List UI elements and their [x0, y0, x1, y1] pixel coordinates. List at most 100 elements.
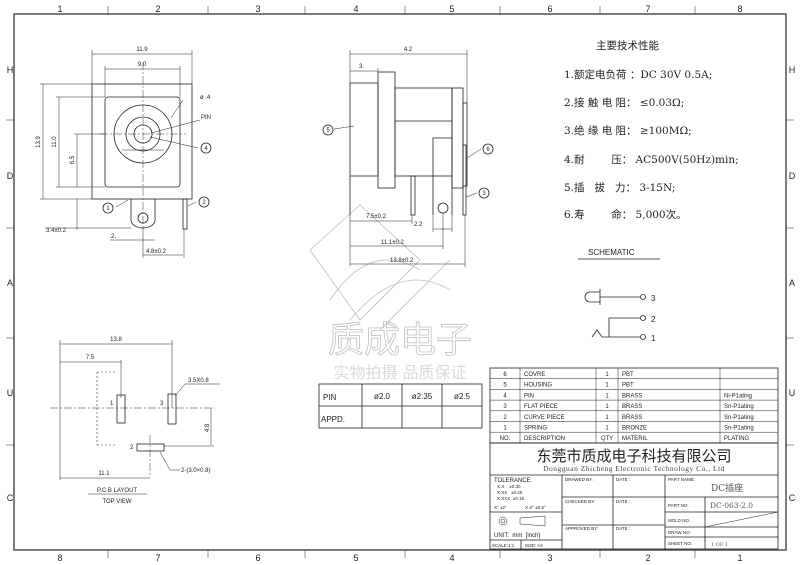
bom-cell: PIN — [524, 393, 534, 399]
bom-cell: 3 — [503, 404, 507, 410]
bom-cell: BRASS — [622, 404, 642, 410]
pin-table-cell: ø2.0 — [374, 392, 391, 401]
bom-cell: SPRING — [524, 426, 547, 432]
frame-row-label: D — [7, 171, 14, 181]
bom-cell: 2 — [503, 415, 507, 421]
dim-11-1: 11.1±0.2 — [381, 240, 405, 246]
unit-label: UNIT: mm [inch] — [494, 533, 540, 539]
bom-cell: 5 — [503, 383, 507, 389]
part-name-value: DC插座 — [711, 482, 743, 494]
schematic-terminal: 2 — [651, 315, 656, 324]
frame-col-label: 4 — [449, 553, 454, 563]
spec-item: 6.寿 命： 5,000次。 — [564, 208, 687, 221]
specs-title: 主要技术性能 — [596, 39, 659, 52]
frame-col-label: 5 — [449, 4, 454, 14]
frame-row-label: H — [789, 65, 796, 75]
callout-1: 1 — [106, 206, 110, 212]
bom-cell: 1 — [605, 372, 609, 378]
dim-2-2: 2.2 — [414, 222, 423, 228]
bom-cell: PBT — [622, 383, 634, 389]
frame-col-label: 8 — [737, 4, 742, 14]
pin-table-cell: ø2.5 — [454, 392, 471, 401]
pcb-pad2-size: 2-(3.0×0.8) — [181, 468, 211, 474]
bom-cell: COVRE — [524, 372, 545, 378]
pcb-dim-7-5: 7.5 — [86, 355, 95, 361]
callout-6: 6 — [486, 147, 490, 153]
pin-table-cell: PIN — [323, 393, 337, 402]
bom-cell: Ni-P1ating — [724, 393, 752, 399]
frame-col-label: 3 — [547, 553, 552, 563]
schematic: SCHEMATIC 3 2 1 — [578, 248, 660, 343]
dim-pin-spacing: 4.8±0.2 — [146, 249, 167, 255]
frame-col-label: 6 — [547, 4, 552, 14]
bom-cell: FLAT PIECE — [524, 404, 558, 410]
dim-tab-offset: 3.4±0.2 — [46, 228, 67, 234]
schematic-terminal: 1 — [651, 334, 656, 343]
sheet-frame: 1 2 3 4 5 6 7 8 8 7 6 5 4 3 2 1 H D A U … — [6, 4, 796, 563]
bom-cell: Sn-P1ating — [724, 404, 754, 410]
dim-height-inner: 11.0 — [52, 136, 58, 148]
callout-2: 2 — [202, 200, 206, 206]
spec-item: 2.接 触 电 阻： ≤0.03Ω; — [564, 96, 684, 109]
bom-cell: HOUSING — [524, 383, 552, 389]
title-block: 东莞市质成电子科技有限公司 Dongguan Zhicheng Electron… — [489, 442, 779, 550]
frame-row-label: H — [7, 65, 14, 75]
callout-3: 3 — [482, 191, 486, 197]
bom-cell: BRASS — [622, 415, 642, 421]
tolerance-line: X.XXX ±0.15 — [497, 496, 524, 501]
frame-col-label: 7 — [645, 4, 650, 14]
sheet-no-value: 1 OF 1 — [711, 542, 728, 548]
watermark-slogan: 实物拍摄 品质保证 — [333, 363, 466, 382]
bom-cell: BRASS — [622, 393, 642, 399]
pcb-dim-11-1: 11.1 — [98, 471, 110, 477]
bom-cell: 6 — [503, 372, 507, 378]
frame-col-label: 3 — [255, 4, 260, 14]
dim-tab-width: 2. — [111, 234, 116, 240]
side-view: 4.2 3. 7.5±0.2 2.2 11.1±0.2 13.8±0.2 5 6… — [322, 47, 494, 267]
bom-cell: PBT — [622, 372, 634, 378]
date-label: DATE : — [616, 499, 630, 504]
pcb-pad-number: 3 — [160, 401, 164, 407]
dim-width-outer: 11.9 — [136, 47, 148, 53]
bom-cell: Sn-P1ating — [724, 415, 754, 421]
angle-tolerance: X° ±2° — [494, 505, 507, 510]
bom-header: DESCRIPTION — [524, 436, 565, 442]
frame-col-label: 5 — [353, 553, 358, 563]
watermark: 质成电子 实物拍摄 品质保证 — [309, 204, 472, 382]
frame-row-label: C — [789, 493, 796, 503]
angle-tolerance: X.X° ±0.5° — [525, 505, 546, 510]
bom-cell: BRONZE — [622, 426, 647, 432]
bom-header: MATERIL — [622, 436, 648, 442]
frame-col-label: 2 — [645, 553, 650, 563]
bom-cell: Sn-P1ating — [724, 426, 754, 432]
frame-col-label: 4 — [353, 4, 358, 14]
dim-height-outer: 13.9 — [36, 136, 42, 148]
label-diameter: ø .4 — [200, 95, 211, 101]
dim-width-inner: 9.0 — [138, 62, 147, 68]
date-label: DATE : — [616, 526, 630, 531]
dim-center-height: 6.5 — [70, 155, 76, 164]
spec-item: 1.额定电负荷 ：DC 30V 0.5A; — [564, 68, 712, 81]
callout-5: 5 — [326, 128, 330, 134]
spec-item: 4.耐 压： AC500V(50Hz)min; — [564, 153, 739, 166]
pcb-pad-number: 1 — [110, 401, 114, 407]
frame-row-label: U — [7, 388, 14, 398]
pcb-pad-number: 2 — [130, 445, 134, 451]
drawed-by-label: DRAWED BY : — [565, 477, 595, 482]
dim-total-top: 4.2 — [404, 47, 413, 53]
spec-item: 3.绝 缘 电 阻： ≥100MΩ; — [564, 124, 692, 137]
sheet-no-label: SHEET NO. — [668, 541, 692, 546]
size-label: SIZE: A4 — [525, 543, 543, 548]
frame-row-label: D — [789, 171, 796, 181]
approved-by-label: APPROVED BY: — [565, 526, 598, 531]
bom-cell: 1 — [605, 415, 609, 421]
part-name-label: PART NAME: — [668, 477, 695, 482]
bom-cell: 1 — [503, 426, 507, 432]
date-label: DATE : — [616, 477, 630, 482]
frame-row-label: C — [7, 493, 14, 503]
bom-cell: 1 — [605, 426, 609, 432]
frame-col-label: 2 — [155, 4, 160, 14]
pcb-title: P.C.B LAYOUT — [97, 488, 137, 494]
